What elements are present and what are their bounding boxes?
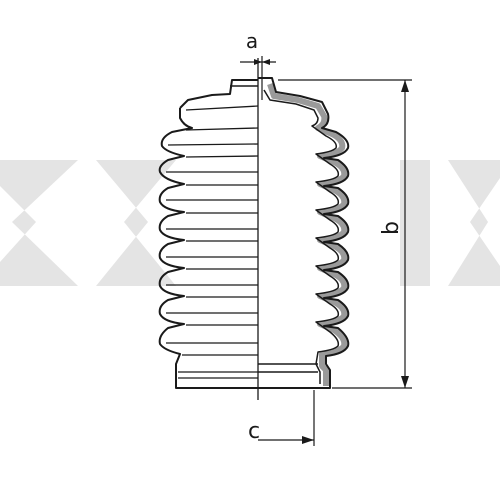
dimension-c — [258, 390, 315, 446]
bellows-outer-view — [158, 79, 259, 389]
watermark-logo — [0, 160, 500, 286]
fold-line — [167, 143, 259, 146]
fold-line — [185, 105, 259, 111]
dimension-b — [278, 79, 412, 389]
top-collar-outline — [179, 79, 258, 109]
label-a: a — [246, 29, 258, 53]
dimension-b-arrow — [401, 80, 409, 92]
fold-line — [185, 155, 259, 158]
convolution-profile — [158, 108, 258, 389]
watermark-right-bar — [400, 160, 430, 286]
label-b: b — [379, 221, 404, 235]
dimension-c-arrow — [302, 436, 314, 444]
section-inner-contour — [263, 89, 340, 384]
watermark-mid-chevron — [96, 160, 176, 286]
fold-lines — [166, 105, 259, 379]
bellows-section-view — [258, 77, 350, 389]
watermark-right-chevron — [448, 160, 500, 286]
watermark-left-chevron — [0, 160, 78, 286]
fold-line — [185, 127, 259, 131]
dimension-a-arrow — [262, 59, 270, 65]
dimension-a-arrow — [254, 59, 262, 65]
dimension-b-arrow — [401, 376, 409, 388]
dimension-a — [240, 56, 276, 100]
section-outer-contour — [258, 77, 350, 389]
section-wall-shading — [267, 83, 348, 386]
label-c: c — [248, 419, 260, 444]
